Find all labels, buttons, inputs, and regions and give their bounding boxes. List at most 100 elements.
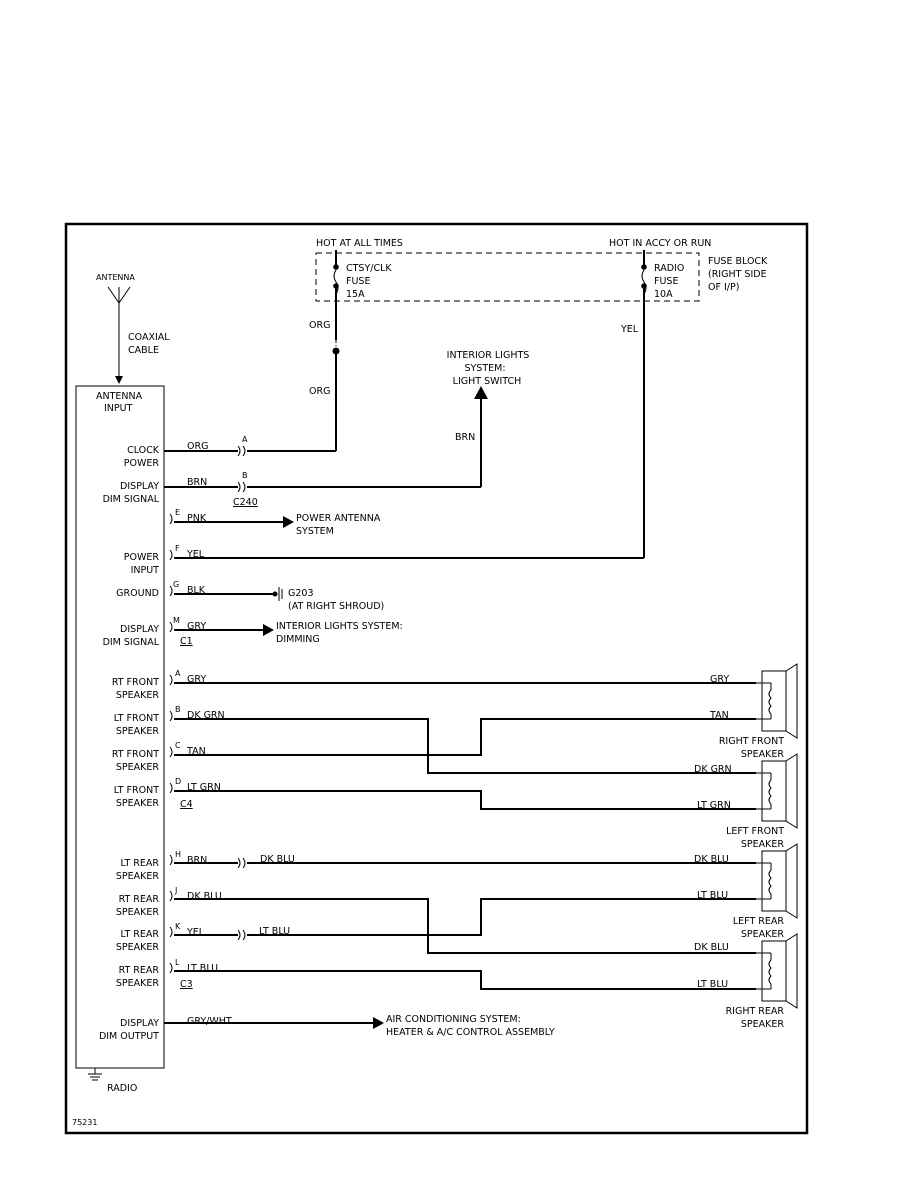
speaker-icon xyxy=(761,760,787,822)
pin-letter-g: G xyxy=(173,580,179,589)
pin-letter-d: D xyxy=(175,777,181,786)
left-rear-speaker-line1: LEFT REAR xyxy=(733,916,785,927)
pin-letter-b: B xyxy=(242,471,248,480)
pin-name-display-dim-2: DIM SIGNAL xyxy=(103,494,160,505)
pin-letter-m: M xyxy=(173,616,180,625)
antenna-input-line2: INPUT xyxy=(104,403,133,414)
pin-letter-f: F xyxy=(175,544,180,553)
pin-letter-l: L xyxy=(175,958,180,967)
pin-name-lt-rear-1: LT REAR xyxy=(120,858,159,869)
org-feed-wire: ORG ORG xyxy=(309,288,340,451)
hot-at-all-times-label: HOT AT ALL TIMES xyxy=(316,238,403,249)
pin-name-dim-output-1: DISPLAY xyxy=(120,1018,159,1029)
right-front-speaker-line1: RIGHT FRONT xyxy=(719,736,784,747)
right-rear-speaker-line1: RIGHT REAR xyxy=(726,1006,785,1017)
front-speaker-wiring: GRY TAN DK GRN LT GRN xyxy=(174,674,756,811)
pin-name-lt-front-b-1: LT FRONT xyxy=(114,785,159,796)
ctsy-fuse-line2: FUSE xyxy=(346,276,370,287)
pin-letter-a: A xyxy=(242,435,248,444)
ac-system-line1: AIR CONDITIONING SYSTEM: xyxy=(386,1014,521,1025)
wire-label-yel-ltr: YEL xyxy=(186,927,205,938)
ctsy-fuse-line3: 15A xyxy=(346,289,365,300)
interior-lights-line1: INTERIOR LIGHTS xyxy=(447,350,530,361)
pin-names: CLOCK POWER DISPLAY DIM SIGNAL POWER INP… xyxy=(99,445,160,1042)
wire-label-gry: GRY xyxy=(187,621,206,632)
yel-wire-label: YEL xyxy=(620,324,639,335)
rr-dk-blu-label: DK BLU xyxy=(694,942,729,953)
pin-letter-h: H xyxy=(175,850,181,859)
hot-in-accy-label: HOT IN ACCY OR RUN xyxy=(609,238,711,249)
wire-label-tan: TAN xyxy=(186,746,206,757)
pin-name-rt-front-b-2: SPEAKER xyxy=(116,762,159,773)
fuse-block-title-line3: OF I/P) xyxy=(708,282,739,293)
ctsy-clk-fuse: CTSY/CLK FUSE 15A xyxy=(333,250,392,300)
antenna-input-line1: ANTENNA xyxy=(96,391,143,402)
lf-lt-grn-label: LT GRN xyxy=(697,800,731,811)
interior-lights-line3: LIGHT SWITCH xyxy=(453,376,522,387)
pin-connectors: E F G M A B C D H J K L ORG BRN PNK YEL … xyxy=(169,441,258,1027)
left-rear-speaker: LEFT REAR SPEAKER xyxy=(733,843,798,940)
ground-location: (AT RIGHT SHROUD) xyxy=(288,601,384,612)
pin-name-display-dim2-2: DIM SIGNAL xyxy=(103,637,160,648)
fuse-block-title-line1: FUSE BLOCK xyxy=(708,256,768,267)
pin-letter-k: K xyxy=(175,922,181,931)
pin-name-clock-power-2: POWER xyxy=(124,458,160,469)
radio-ground-symbol xyxy=(88,1068,102,1081)
pin-name-display-dim2-1: DISPLAY xyxy=(120,624,159,635)
connector-c3: C3 xyxy=(180,979,193,990)
pin-name-power-input-2: INPUT xyxy=(131,565,160,576)
fuse-block: HOT AT ALL TIMES HOT IN ACCY OR RUN FUSE… xyxy=(315,238,768,302)
dimming-line1: INTERIOR LIGHTS SYSTEM: xyxy=(276,621,403,632)
right-front-speaker: RIGHT FRONT SPEAKER xyxy=(719,663,798,760)
pin-name-rt-rear-b-1: RT REAR xyxy=(119,965,160,976)
wire-label-lt-blu: LT BLU xyxy=(187,963,218,974)
speaker-icon xyxy=(761,850,787,912)
radio-label: RADIO xyxy=(107,1083,137,1094)
radio-fuse-line2: FUSE xyxy=(654,276,678,287)
arrow-right-icon xyxy=(283,516,294,528)
yel-feed-wire: YEL xyxy=(620,288,645,558)
pin-name-lt-front-b-2: SPEAKER xyxy=(116,798,159,809)
rf-tan-label: TAN xyxy=(709,710,729,721)
coaxial-cable-line1: COAXIAL xyxy=(128,332,170,343)
wire-power-antenna: POWER ANTENNA SYSTEM xyxy=(174,513,381,537)
speaker-icon xyxy=(761,940,787,1002)
antenna-icon xyxy=(107,286,131,304)
left-front-speaker-line2: SPEAKER xyxy=(741,839,784,850)
pin-name-lt-front-1: LT FRONT xyxy=(114,713,159,724)
lr-lt-blu-label: LT BLU xyxy=(697,890,728,901)
wire-label-yel: YEL xyxy=(186,549,205,560)
figure-id: 75231 xyxy=(72,1118,97,1127)
pin-name-display-dim-1: DISPLAY xyxy=(120,481,159,492)
left-front-speaker: LEFT FRONT SPEAKER xyxy=(726,753,798,850)
connector-c4: C4 xyxy=(180,799,193,810)
wire-label-brn-ltr: BRN xyxy=(187,855,207,866)
pin-name-rt-rear-1: RT REAR xyxy=(119,894,160,905)
pin-name-rt-rear-b-2: SPEAKER xyxy=(116,978,159,989)
wire-label-gry-wht: GRY/WHT xyxy=(187,1016,232,1027)
pin-letter-j: J xyxy=(174,886,177,895)
pin-name-rt-front-2: SPEAKER xyxy=(116,690,159,701)
pin-letter-b2: B xyxy=(175,705,181,714)
org-wire-label-upper: ORG xyxy=(309,320,330,331)
pin-name-rt-front-1: RT FRONT xyxy=(112,677,159,688)
connector-c240: C240 xyxy=(233,497,258,508)
right-rear-speaker-line2: SPEAKER xyxy=(741,1019,784,1030)
pin-letter-a2: A xyxy=(175,669,181,678)
ctsy-fuse-line1: CTSY/CLK xyxy=(346,263,392,274)
speaker-icon xyxy=(761,670,787,732)
org-wire-label-lower: ORG xyxy=(309,386,330,397)
fuse-block-outline xyxy=(315,252,700,302)
wire-label-blk: BLK xyxy=(187,585,206,596)
ground-g203: G203 xyxy=(288,588,314,599)
right-front-speaker-line2: SPEAKER xyxy=(741,749,784,760)
right-rear-speaker: RIGHT REAR SPEAKER xyxy=(726,933,798,1030)
pin-name-ground: GROUND xyxy=(116,588,159,599)
pin-name-clock-power-1: CLOCK xyxy=(127,445,160,456)
radio-fuse-line3: 10A xyxy=(654,289,673,300)
coaxial-cable-line2: CABLE xyxy=(128,345,159,356)
lr-dk-blu-label-left: DK BLU xyxy=(260,854,295,865)
wire-ground: G203 (AT RIGHT SHROUD) xyxy=(174,587,384,612)
power-antenna-line1: POWER ANTENNA xyxy=(296,513,381,524)
